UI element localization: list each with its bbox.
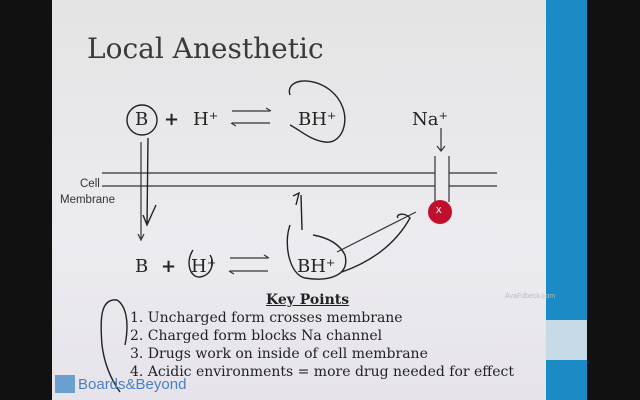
key-point: 4. Acidic environments = more drug neede… [130,364,515,380]
page-title: Local Anesthetic [87,32,324,65]
cross-arrow-head [137,233,145,242]
top-h: H⁺ [193,109,219,130]
equilibrium-arrows-bottom [228,254,270,275]
logo-text: Boards&Beyond [78,375,187,393]
bottom-bh: BH⁺ [297,256,336,277]
slide [52,0,546,400]
key-point: 1. Uncharged form crosses membrane [130,310,403,326]
key-point: 2. Charged form blocks Na channel [130,328,383,344]
top-bh: BH⁺ [298,109,337,130]
na-arrow-head [436,145,446,152]
bottom-h: H⁺ [191,256,217,277]
na-ion: Na⁺ [412,109,448,130]
logo: Boards&Beyond [55,375,186,393]
side-accent-highlight [546,320,587,360]
block-arrow [336,211,417,253]
handwritten-annotations [100,80,411,393]
watermark: AvaFdbeck.com [505,293,556,300]
key-point: 3. Drugs work on inside of cell membrane [130,346,428,362]
bottom-b: B [135,256,149,277]
channel-gap [435,155,449,202]
top-plus: + [164,109,180,130]
key-points-heading: Key Points [266,292,350,308]
membrane-label-2: Membrane [60,194,115,206]
block-marker [428,200,452,224]
logo-icon [55,375,75,393]
equilibrium-arrows-top [230,107,272,127]
membrane-label: Cell [80,178,100,190]
bottom-plus: + [161,256,177,277]
block-x: x [436,204,442,216]
top-b: B [135,109,149,130]
